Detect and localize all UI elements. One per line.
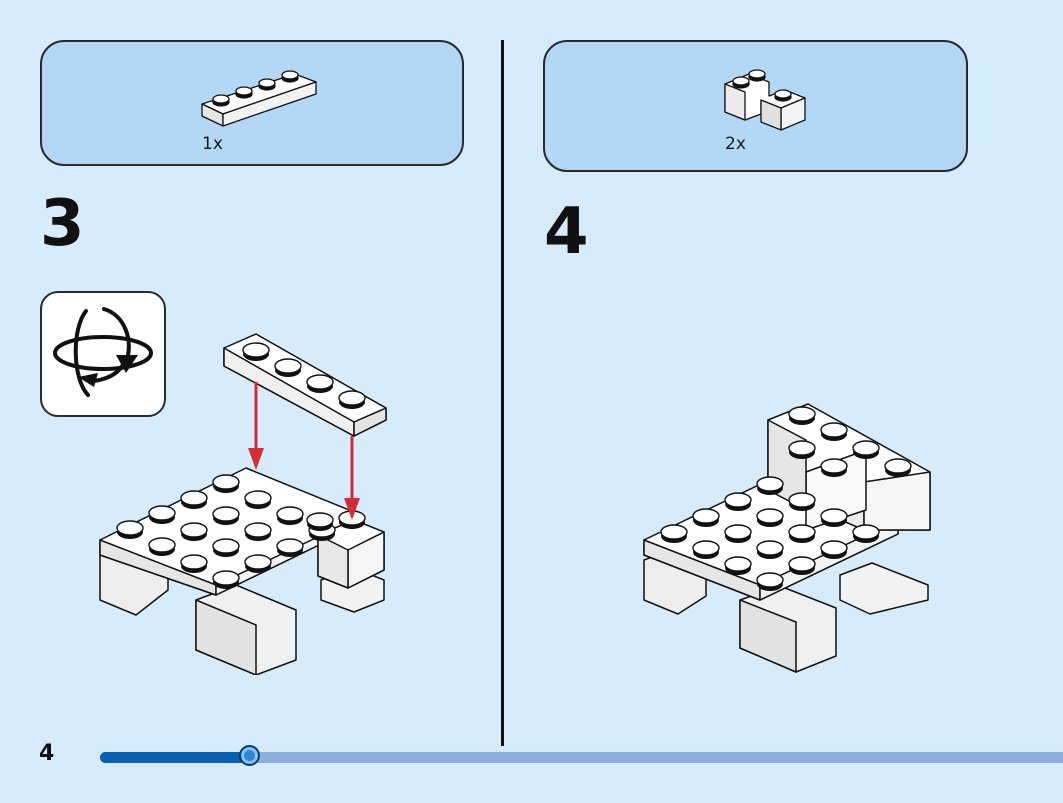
rotate-model-icon xyxy=(53,307,153,397)
step-number: 3 xyxy=(40,187,85,261)
step-divider xyxy=(501,40,504,746)
brick-corner-icon xyxy=(724,69,806,131)
step-3-model-illustration xyxy=(99,333,387,675)
plate-1x4-icon xyxy=(201,70,317,127)
part-quantity: 1x xyxy=(202,134,223,154)
rotate-callout xyxy=(40,291,166,417)
progress-track xyxy=(100,752,1063,763)
parts-callout-step-4: 2x xyxy=(543,40,968,172)
step-number: 4 xyxy=(544,195,589,269)
page-number: 4 xyxy=(39,741,55,766)
part-quantity: 2x xyxy=(725,134,746,154)
progress-fill xyxy=(100,752,249,763)
parts-callout-step-3: 1x xyxy=(40,40,464,166)
step-4-model-illustration xyxy=(643,403,931,673)
progress-knob xyxy=(239,745,260,766)
